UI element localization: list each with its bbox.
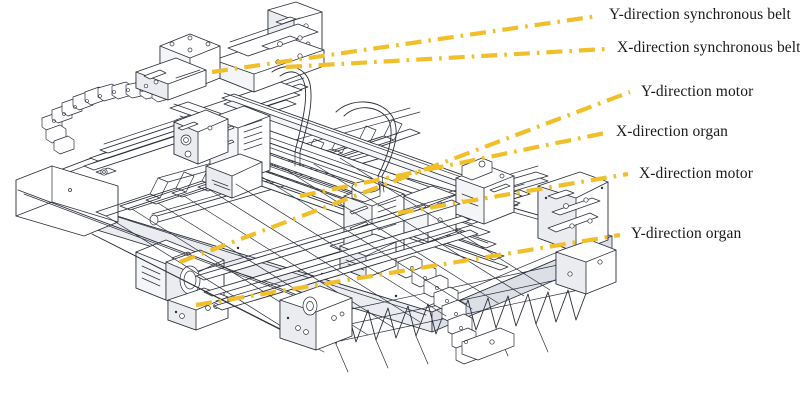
y-motor-mount-plate [135, 57, 207, 101]
callout-label-x-synchronous-belt: X-direction synchronous belt [617, 39, 800, 56]
x-carriage-bearing-block-1 [173, 109, 229, 165]
leader-y-motor [179, 90, 631, 264]
callout-label-y-synchronous-belt: Y-direction synchronous belt [609, 6, 791, 23]
front-right-corner-bracket [555, 239, 617, 295]
y-drive-shaft [195, 194, 479, 311]
leader-y-organ [195, 232, 621, 308]
leader-x-motor [397, 171, 629, 216]
leader-x-organ [299, 130, 606, 199]
callout-label-x-motor: X-direction motor [639, 165, 754, 182]
callout-label-y-organ: Y-direction organ [631, 225, 742, 242]
callout-label-x-organ: X-direction organ [616, 123, 729, 140]
x-axis-stepper-motor [455, 157, 515, 225]
right-end-bracket [537, 171, 609, 253]
leader-x-synchronous-belt [285, 46, 607, 70]
left-corner-bracket [15, 165, 119, 237]
front-cable-drag-chain [397, 255, 515, 365]
callout-label-y-motor: Y-direction motor [641, 83, 754, 100]
front-left-corner-bracket [279, 285, 353, 351]
flexible-cable-loop [271, 66, 397, 193]
callout-leader-lines [179, 13, 631, 308]
